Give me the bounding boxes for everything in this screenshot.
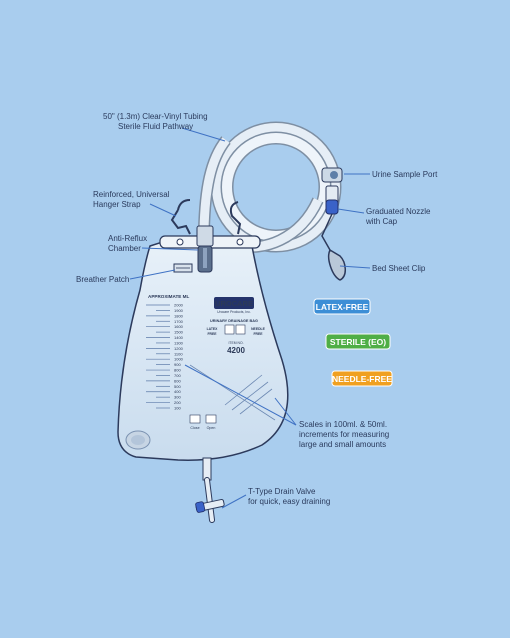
scale-value: 1700	[174, 319, 184, 324]
callout-antireflux-line1: Anti-Reflux	[108, 234, 147, 243]
scale-value: 1200	[174, 346, 184, 351]
scale-value: 300	[174, 395, 181, 400]
scale-value: 1500	[174, 330, 184, 335]
scale-value: 500	[174, 384, 181, 389]
latex-free-badge: LATEX-FREE	[313, 298, 371, 315]
scale-header: APPROXIMATE ML	[148, 294, 189, 299]
callout-breather: Breather Patch	[76, 275, 129, 284]
needle-free-symbol	[235, 324, 246, 335]
latex-free-badge-text: LATEX-FREE	[316, 302, 369, 312]
callout-drain-line1: T-Type Drain Valve	[248, 487, 316, 496]
scale-value: 900	[174, 362, 181, 367]
leader-lines	[129, 127, 371, 509]
scale-value: 1600	[174, 324, 184, 329]
hanger-strap	[170, 199, 242, 235]
needle-free-badge: NEEDLE-FREE	[331, 370, 393, 387]
needle-free-line2: FREE	[253, 332, 263, 336]
latex-free-line2: FREE	[207, 332, 217, 336]
scale-value: 200	[174, 400, 181, 405]
latex-free-line1: LATEX	[207, 327, 219, 331]
scale-value: 2000	[174, 303, 184, 308]
bed-sheet-clip	[321, 213, 346, 281]
brand-logo-box	[214, 297, 254, 309]
item-label: ITEM NO.	[228, 341, 243, 345]
sterile-badge: STERILE (EO)	[325, 333, 391, 350]
sterile-badge-text: STERILE (EO)	[330, 337, 386, 347]
open-label: Open	[207, 426, 216, 430]
scale-value: 1100	[174, 351, 183, 356]
scale-value: 400	[174, 389, 181, 394]
callout-scales-line3: large and small amounts	[299, 440, 386, 449]
callout-tubing-line2: Sterile Fluid Pathway	[118, 122, 193, 131]
diagonal-scale	[189, 364, 276, 421]
open-symbol	[205, 414, 217, 424]
t-type-drain-valve	[195, 457, 225, 523]
breather-patch	[173, 263, 193, 273]
graduated-nozzle	[325, 185, 339, 215]
callout-urine-port: Urine Sample Port	[372, 170, 438, 179]
product-name: URINARY DRAINAGE BAG	[210, 319, 258, 323]
coiled-tubing	[198, 121, 342, 253]
callout-antireflux-line2: Chamber	[108, 244, 141, 253]
callout-scales-line1: Scales in 100ml. & 50ml.	[299, 420, 387, 429]
anti-reflux-chamber	[196, 225, 214, 273]
callout-drain-line2: for quick, easy draining	[248, 497, 330, 506]
scale-value: 1800	[174, 313, 184, 318]
callout-nozzle-line1: Graduated Nozzle	[366, 207, 431, 216]
needle-free-line1: NEEDLE	[251, 327, 265, 331]
brand-logo: UROCARE	[215, 299, 253, 308]
scale-value: 1300	[174, 340, 184, 345]
needle-free-badge-text: NEEDLE-FREE	[332, 374, 392, 384]
callout-nozzle-line2: with Cap	[365, 217, 398, 226]
callout-hanger-line2: Hanger Strap	[93, 200, 141, 209]
scale-value: 700	[174, 373, 181, 378]
measuring-scale: 2000190018001700160015001400130012001100…	[146, 303, 184, 411]
scale-value: 100	[174, 406, 181, 411]
callout-hanger-line1: Reinforced, Universal	[93, 190, 170, 199]
close-symbol	[189, 414, 201, 424]
scale-value: 1400	[174, 335, 184, 340]
item-number: 4200	[227, 346, 245, 355]
callout-sheet-clip: Bed Sheet Clip	[372, 264, 426, 273]
callout-tubing-line1: 50" (1.3m) Clear-Vinyl Tubing	[103, 112, 208, 121]
textured-grip	[125, 430, 151, 450]
urine-sample-port	[321, 167, 343, 183]
close-label: Close	[190, 426, 199, 430]
scale-value: 1000	[174, 357, 184, 362]
callout-scales-line2: increments for measuring	[299, 430, 389, 439]
latex-free-symbol	[224, 324, 235, 335]
scale-value: 600	[174, 378, 181, 383]
scale-value: 1900	[174, 308, 184, 313]
brand-subtitle: Urocare Products, Inc.	[217, 310, 251, 314]
scale-value: 800	[174, 368, 181, 373]
